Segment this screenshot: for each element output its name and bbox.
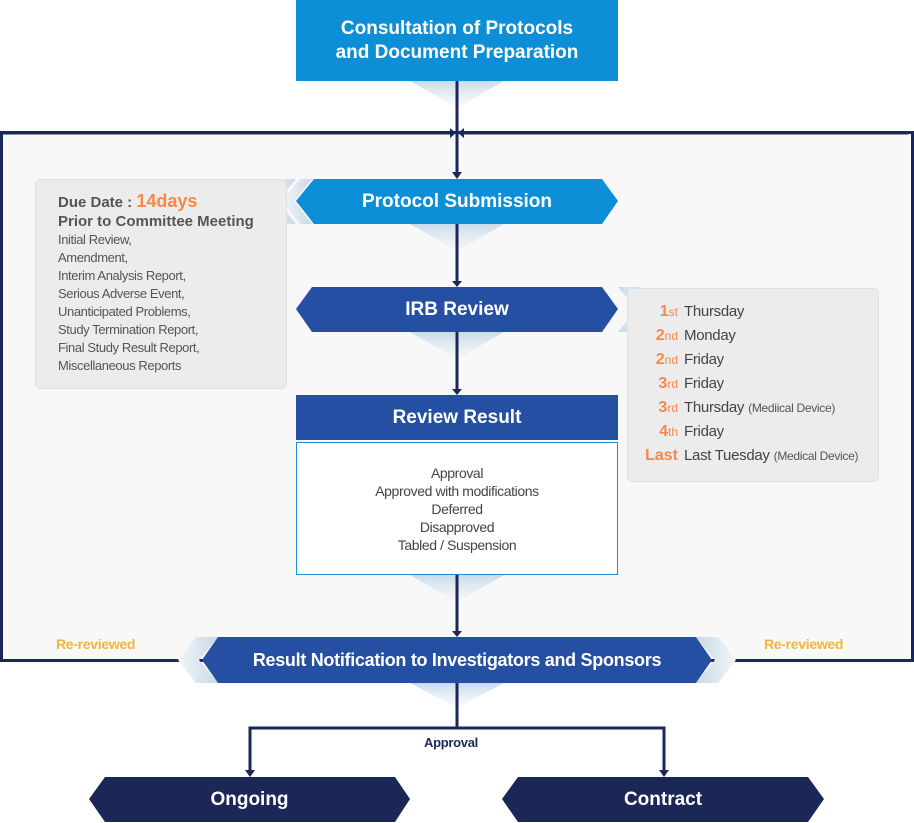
meeting-row: 3rd Thursday (Mediical Device) xyxy=(628,399,878,423)
irb-review-shape xyxy=(296,287,618,332)
meeting-row: 2nd Monday xyxy=(628,327,878,351)
notification-shape xyxy=(202,637,712,683)
ongoing-step: Ongoing xyxy=(210,788,289,810)
meeting-ordinal: 3rd xyxy=(658,375,678,392)
meeting-ordinal: Last xyxy=(645,447,678,464)
rereviewed-label-left: Re-reviewed xyxy=(56,636,136,652)
result-option: Approved with modifications xyxy=(375,482,539,499)
arrowhead-irb xyxy=(452,281,462,287)
contract-step: Contract xyxy=(623,788,703,810)
submission-type: Study Termination Report, xyxy=(58,322,199,337)
submission-type: Amendment, xyxy=(58,250,128,265)
submission-type: Serious Adverse Event, xyxy=(58,286,185,301)
meeting-day: Thursday xyxy=(684,399,745,416)
review-result-header-shape xyxy=(296,395,618,440)
meeting-ordinal: 1st xyxy=(659,303,678,320)
rereviewed-label-right: Re-reviewed xyxy=(764,636,844,652)
meeting-ordinal: 4th xyxy=(659,423,678,440)
meeting-schedule-panel: 1st Thursday 2nd Monday 2nd Friday 3rd F… xyxy=(627,288,879,482)
meeting-ordinal: 2nd xyxy=(655,327,678,344)
arrowhead-sub xyxy=(452,172,462,179)
chevron-notification-right xyxy=(696,637,736,683)
submission-types: Initial Review, Amendment, Interim Analy… xyxy=(58,231,286,375)
arrowhead-ongoing xyxy=(245,770,255,777)
notification-step: Result Notification to Investigators and… xyxy=(252,649,662,670)
submission-type: Miscellaneous Reports xyxy=(58,358,182,373)
due-date-value: 14days xyxy=(136,191,198,211)
chevron-left-inner xyxy=(282,179,312,224)
meeting-row: 1st Thursday xyxy=(628,303,878,327)
submission-type: Unanticipated Problems, xyxy=(58,304,191,319)
arrowhead-result xyxy=(452,389,462,395)
review-result-header: Review Result xyxy=(392,406,522,428)
meeting-row: 4th Friday xyxy=(628,423,878,447)
meeting-day: Monday xyxy=(684,327,736,344)
meeting-ordinal: 3rd xyxy=(658,399,678,416)
meeting-note: (Medical Device) xyxy=(773,449,859,463)
consultation-line2: and Document Preparation xyxy=(335,41,579,63)
arrowhead-contract xyxy=(659,770,669,777)
arrowhead-left-return xyxy=(450,128,456,138)
contract-shape xyxy=(502,777,824,822)
submission-type: Initial Review, xyxy=(58,232,132,247)
meeting-day: Friday xyxy=(684,375,724,392)
result-option: Tabled / Suspension xyxy=(397,536,517,553)
protocol-submission-step: Protocol Submission xyxy=(361,190,553,212)
irb-review-step: IRB Review xyxy=(405,298,509,320)
connector-branch xyxy=(248,726,666,770)
consultation-step: Consultation of Protocols and Document P… xyxy=(296,0,618,81)
result-option: Deferred xyxy=(431,500,483,517)
due-date-line: Due Date : 14days xyxy=(58,192,286,212)
ongoing-shape xyxy=(89,777,410,822)
result-option: Approval xyxy=(430,464,484,481)
meeting-day: Friday xyxy=(684,351,724,368)
chevron-notification-left xyxy=(178,637,218,683)
meeting-row: 2nd Friday xyxy=(628,351,878,375)
meeting-day: Friday xyxy=(684,423,724,440)
submission-type: Final Study Result Report, xyxy=(58,340,200,355)
approval-branch-label: Approval xyxy=(424,735,478,750)
due-date-panel: Due Date : 14days Prior to Committee Mee… xyxy=(35,179,287,389)
meeting-day: Thursday xyxy=(684,303,745,320)
meeting-note: (Mediical Device) xyxy=(748,401,836,415)
meeting-row: Last Last Tuesday (Medical Device) xyxy=(628,447,878,471)
meeting-day: Last Tuesday xyxy=(684,447,770,464)
review-result-options: Approval Approved with modifications Def… xyxy=(296,442,618,575)
submission-type: Interim Analysis Report, xyxy=(58,268,186,283)
consultation-line1: Consultation of Protocols xyxy=(340,17,574,39)
arrowhead-notif xyxy=(452,631,462,637)
meeting-ordinal: 2nd xyxy=(655,351,678,368)
due-date-subtitle: Prior to Committee Meeting xyxy=(58,213,254,230)
meeting-row: 3rd Friday xyxy=(628,375,878,399)
result-option: Disapproved xyxy=(419,518,495,535)
arrowhead-right-return xyxy=(458,128,464,138)
due-date-label: Due Date : xyxy=(58,194,137,211)
submission-shape xyxy=(296,179,618,224)
